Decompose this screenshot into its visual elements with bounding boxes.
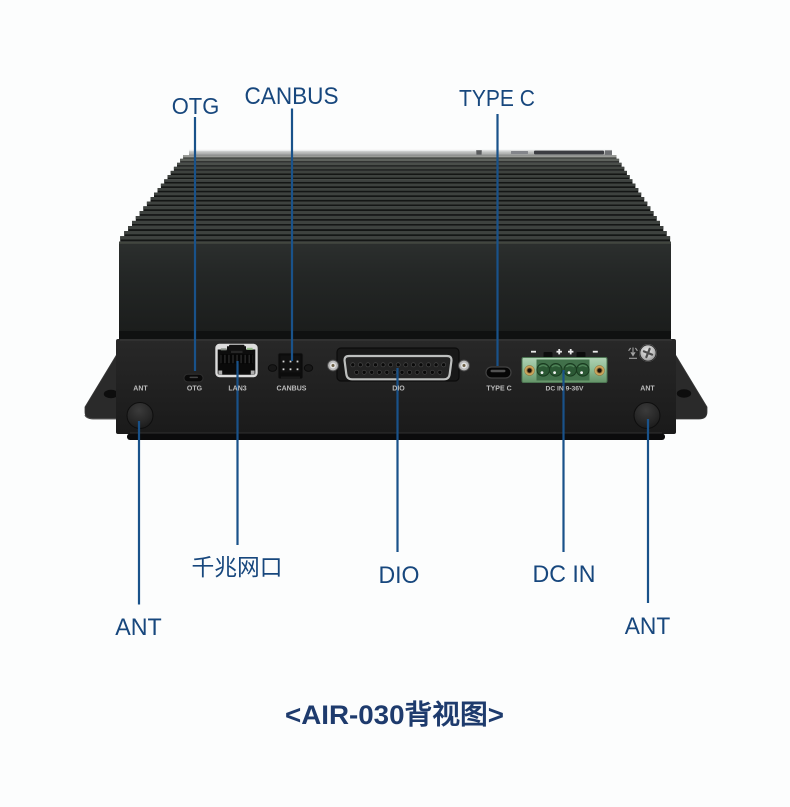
svg-text:LAN3: LAN3 xyxy=(228,386,246,393)
svg-text:ANT: ANT xyxy=(640,386,655,393)
svg-text:DC IN 9-36V: DC IN 9-36V xyxy=(546,386,584,393)
svg-text:OTG: OTG xyxy=(187,386,203,393)
svg-text:TYPE C: TYPE C xyxy=(486,386,511,393)
svg-text:千兆网口: 千兆网口 xyxy=(192,554,283,580)
svg-text:TYPE C: TYPE C xyxy=(459,85,535,111)
svg-text:OTG: OTG xyxy=(172,93,220,119)
svg-text:CANBUS: CANBUS xyxy=(245,83,339,110)
svg-text:ANT: ANT xyxy=(133,386,148,393)
svg-text:ANT: ANT xyxy=(625,613,671,640)
svg-text:DIO: DIO xyxy=(392,386,405,393)
svg-text:<AIR-030背视图>: <AIR-030背视图> xyxy=(285,700,504,730)
svg-text:DC IN: DC IN xyxy=(533,561,596,588)
svg-text:ANT: ANT xyxy=(115,614,162,641)
svg-text:CANBUS: CANBUS xyxy=(277,386,307,393)
svg-text:DIO: DIO xyxy=(379,562,420,589)
